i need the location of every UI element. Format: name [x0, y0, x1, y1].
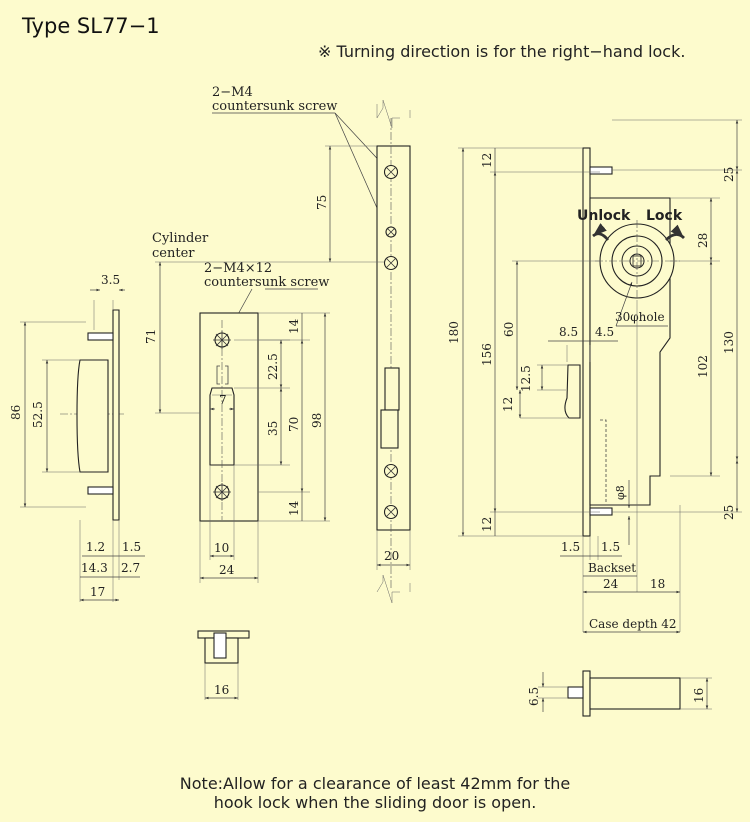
dim-cyl-22-5: 22.5 — [266, 353, 280, 380]
dim-side-86: 86 — [9, 405, 23, 420]
dim-case-102: 102 — [696, 355, 710, 378]
side-view: 3.5 86 52.5 1.2 1.5 14.3 2.7 17 — [9, 273, 145, 602]
dim-plate-20: 20 — [384, 549, 399, 563]
dim-case-28: 28 — [696, 233, 710, 248]
case-depth-label: Case depth 42 — [589, 617, 677, 631]
screw-a-qty: 2−M4 — [212, 85, 253, 100]
clearance-note-line2: hook lock when the sliding door is open. — [213, 793, 537, 812]
dim-cyl-14-top: 14 — [287, 318, 301, 334]
dim-side-14-3: 14.3 — [81, 561, 108, 575]
hole-label: 30φhole — [615, 310, 665, 324]
dim-case-24: 24 — [603, 577, 619, 591]
clearance-note: Note:Allow for a clearance of least 42mm… — [100, 774, 650, 812]
dim-case-8-5: 8.5 — [559, 325, 578, 339]
dim-case-4-5: 4.5 — [595, 325, 614, 339]
screw-b-type: countersunk screw — [204, 275, 329, 290]
backset-label: Backset — [588, 561, 636, 575]
dim-case-130: 130 — [722, 331, 736, 354]
unlock-label: Unlock — [577, 208, 631, 224]
cylinder-bottom-view: 16 — [197, 630, 250, 700]
dim-case-1-5a: 1.5 — [561, 540, 580, 554]
screw-a-type: countersunk screw — [212, 99, 337, 114]
clearance-note-line1: Note:Allow for a clearance of least 42mm… — [179, 774, 571, 793]
dim-side-2-7: 2.7 — [121, 561, 140, 575]
screw-b-qty: 2−M4×12 — [204, 261, 272, 276]
drawing-title: Type SL77−1 — [22, 14, 160, 38]
case-view: Unlock Lock 30φhole 8.5 4.5 12.5 12 — [447, 119, 742, 634]
dim-case-180: 180 — [447, 321, 461, 344]
dim-cyl-10: 10 — [214, 541, 229, 555]
cylinder-label-1: Cylinder — [152, 231, 209, 246]
bolt-side-view: 6.5 16 — [527, 670, 712, 717]
dim-cyl-98: 98 — [310, 413, 324, 428]
dim-side-3-5: 3.5 — [101, 273, 120, 287]
dim-cyl-14-bot: 14 — [287, 500, 301, 516]
phi8-label: φ8 — [614, 485, 627, 500]
dim-case-12-bot: 12 — [480, 517, 494, 532]
cylinder-label-2: center — [152, 246, 195, 261]
dim-bolt-6-5: 6.5 — [527, 687, 541, 706]
dim-case-12-top: 12 — [480, 153, 494, 168]
dim-cyl-70: 70 — [287, 417, 301, 432]
dim-cyl-7: 7 — [219, 393, 227, 407]
lock-label: Lock — [646, 208, 683, 224]
dim-small-16: 16 — [214, 683, 229, 697]
dim-cyl-71: 71 — [144, 329, 158, 344]
dim-case-1-5b: 1.5 — [601, 540, 620, 554]
dim-side-52-5: 52.5 — [31, 401, 45, 428]
dim-case-25-top: 25 — [722, 167, 736, 182]
dim-case-156: 156 — [480, 343, 494, 366]
dim-bolt-16: 16 — [692, 688, 706, 703]
dim-side-17: 17 — [90, 585, 105, 599]
dim-cyl-35: 35 — [266, 421, 280, 436]
turning-direction-note: ※ Turning direction is for the right−han… — [318, 42, 686, 61]
cylinder-plate-view: Cylinder center 2−M4×12 countersunk scre… — [144, 231, 330, 583]
dim-case-12-5: 12.5 — [519, 365, 533, 392]
faceplate-view: 2−M4 countersunk screw — [212, 85, 411, 604]
dim-case-60: 60 — [502, 322, 516, 337]
dim-cyl-24: 24 — [219, 563, 235, 577]
dim-case-25-bot: 25 — [722, 505, 736, 520]
dim-plate-75: 75 — [315, 195, 329, 210]
dim-case-12-mid: 12 — [501, 397, 515, 412]
dim-side-1-5: 1.5 — [122, 540, 141, 554]
dim-case-18: 18 — [650, 577, 665, 591]
dim-side-1-2: 1.2 — [86, 540, 105, 554]
